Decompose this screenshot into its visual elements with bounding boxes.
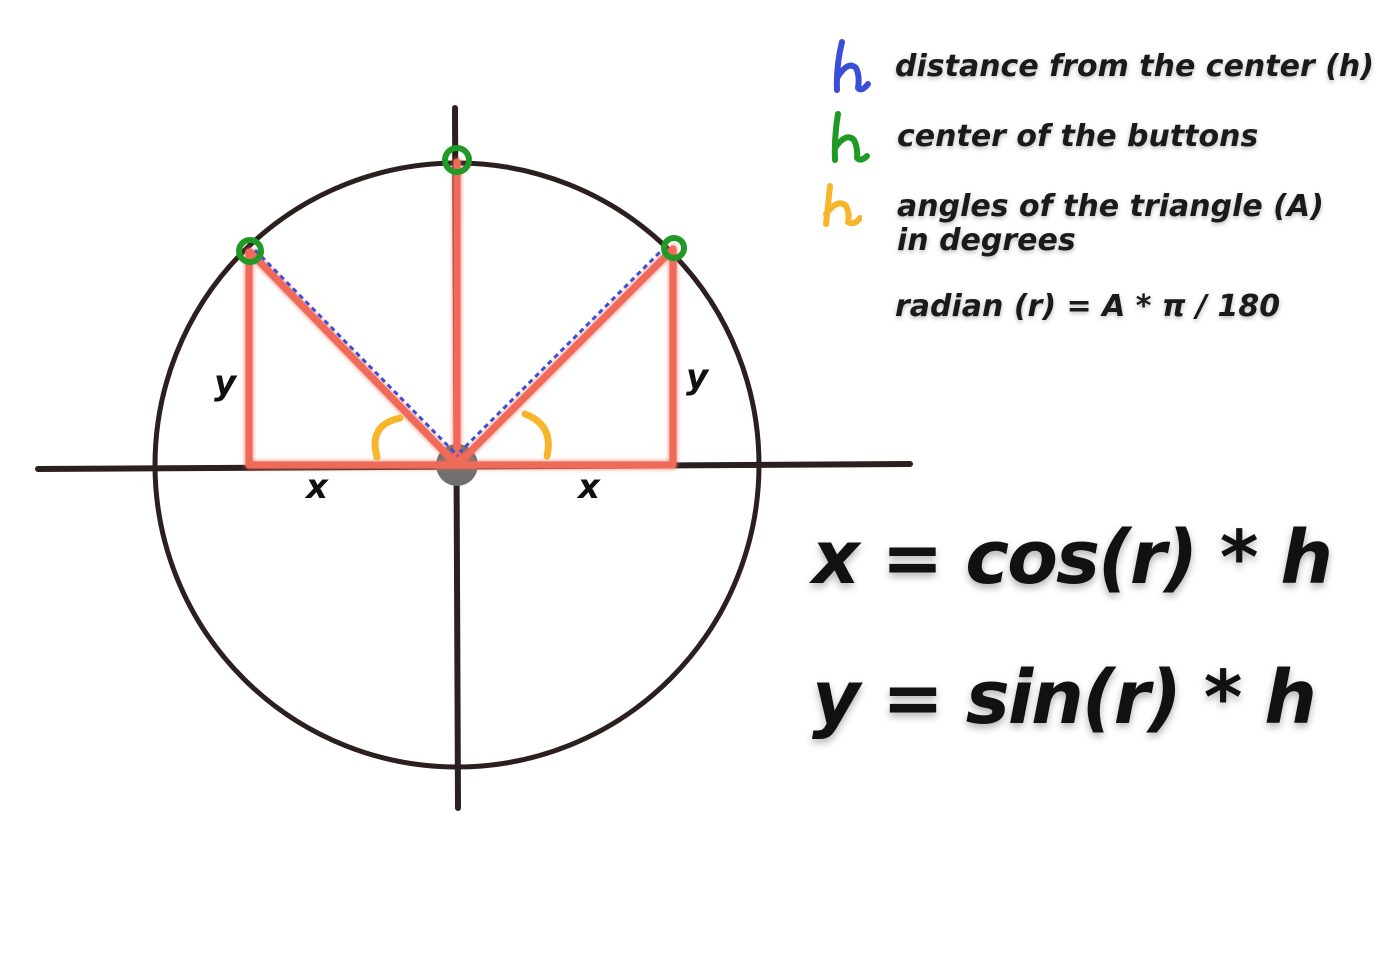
blue-h-icon bbox=[833, 39, 871, 93]
right-angle-arc bbox=[521, 410, 552, 460]
formula-y: y = sin(r) * h bbox=[812, 655, 1317, 741]
angle-arcs bbox=[371, 410, 552, 461]
label-y-right: y bbox=[686, 357, 710, 397]
left-angle-arc bbox=[371, 414, 404, 461]
distance-lines bbox=[253, 244, 668, 458]
yellow-h-icon bbox=[823, 183, 862, 227]
label-x-left: x bbox=[304, 467, 329, 507]
formula-x: x = cos(r) * h bbox=[812, 515, 1333, 601]
legend-angles-unit: in degrees bbox=[897, 223, 1076, 258]
legend-button-centers: center of the buttons bbox=[897, 119, 1259, 154]
left-hypotenuse bbox=[246, 248, 461, 469]
legend-distance: distance from the center (h) bbox=[895, 49, 1374, 84]
left-distance-line bbox=[253, 248, 460, 458]
legend-angles: angles of the triangle (A) bbox=[897, 189, 1324, 224]
green-h-icon bbox=[831, 111, 870, 163]
triangle-lines bbox=[245, 158, 677, 469]
radian-formula: radian (r) = A * π / 180 bbox=[895, 289, 1281, 324]
left-button-center bbox=[236, 237, 264, 265]
label-x-right: x bbox=[576, 467, 601, 507]
label-y-left: y bbox=[214, 363, 238, 403]
right-distance-line bbox=[458, 244, 668, 454]
right-button-center bbox=[661, 235, 687, 261]
button-centers bbox=[236, 145, 687, 265]
right-hypotenuse bbox=[453, 245, 677, 469]
top-button-center bbox=[442, 145, 472, 175]
